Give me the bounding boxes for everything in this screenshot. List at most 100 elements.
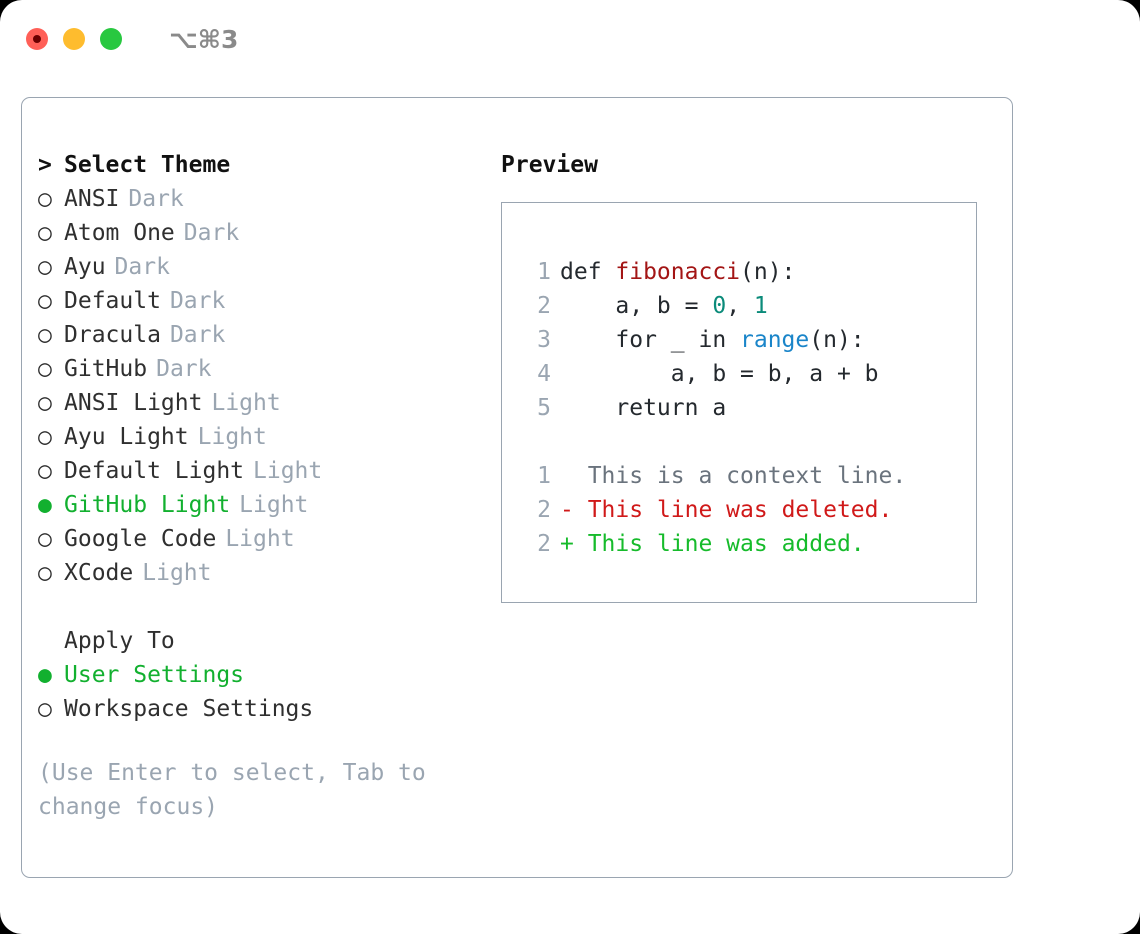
theme-category: Light <box>239 492 309 518</box>
radio-unselected-icon: ○ <box>38 458 52 484</box>
title-bar: ⌥⌘3 <box>0 0 1140 78</box>
close-button[interactable] <box>26 28 48 50</box>
diff-marker-ctx <box>560 459 588 493</box>
apply-to-header: Apply To <box>38 624 488 658</box>
theme-category: Dark <box>183 220 240 246</box>
maximize-button[interactable] <box>100 28 122 50</box>
code-token-num: 1 <box>753 293 768 319</box>
close-icon <box>33 35 41 43</box>
theme-category: Dark <box>114 254 170 280</box>
theme-category: Dark <box>156 356 212 382</box>
theme-category: Light <box>142 560 212 586</box>
theme-list-item[interactable]: ○ ANSI Light Light <box>38 386 488 420</box>
code-line: 3 for _ in range(n): <box>502 323 976 357</box>
theme-name: XCode <box>64 560 134 586</box>
diff-text: This line was deleted. <box>587 497 893 523</box>
theme-name: Atom One <box>64 220 175 246</box>
theme-category: Light <box>225 526 295 552</box>
theme-list-item[interactable]: ○ ANSI Dark <box>38 182 488 216</box>
theme-category: Dark <box>169 288 226 314</box>
diff-line: 2+ This line was added. <box>502 527 976 561</box>
code-line: 1 def fibonacci(n): <box>502 255 976 289</box>
line-number: 3 <box>537 327 551 353</box>
code-token-plain: a, b = <box>560 293 713 319</box>
theme-name: ANSI Light <box>64 390 203 416</box>
diff-text: This line was added. <box>587 531 865 557</box>
line-number: 5 <box>537 395 551 421</box>
line-number: 2 <box>537 293 551 319</box>
section-title: Select Theme <box>64 152 231 178</box>
diff-marker-add: + <box>560 531 588 557</box>
line-number: 1 <box>537 463 551 489</box>
section-spacer <box>38 590 488 624</box>
theme-category: Light <box>197 424 267 450</box>
theme-list-item[interactable]: ○ Default Light Light <box>38 454 488 488</box>
keyboard-hint: (Use Enter to select, Tab to change focu… <box>38 760 426 820</box>
theme-list-item[interactable]: ○ Google Code Light <box>38 522 488 556</box>
diff-line: 1 This is a context line. <box>502 459 976 493</box>
line-number: 2 <box>537 497 551 523</box>
code-diff-spacer <box>502 425 976 459</box>
theme-name: ANSI <box>64 186 120 212</box>
radio-unselected-icon: ○ <box>38 696 52 722</box>
code-token-plain: (n): <box>740 259 796 285</box>
radio-unselected-icon: ○ <box>38 356 52 382</box>
theme-name: GitHub <box>64 356 148 382</box>
minimize-button[interactable] <box>63 28 85 50</box>
radio-unselected-icon: ○ <box>38 254 52 280</box>
radio-selected-icon: ● <box>38 492 52 518</box>
code-token-plain: for _ in <box>560 327 741 353</box>
preview-title: Preview <box>501 152 598 178</box>
theme-list-item[interactable]: ○ Ayu Dark <box>38 250 488 284</box>
apply-to-marker-placeholder <box>38 624 64 658</box>
apply-to-item[interactable]: ○ Workspace Settings <box>38 692 488 726</box>
theme-list-item[interactable]: ● GitHub Light Light <box>38 488 488 522</box>
apply-to-item[interactable]: ● User Settings <box>38 658 488 692</box>
theme-list-item[interactable]: ○ GitHub Dark <box>38 352 488 386</box>
focus-caret-icon: > <box>38 152 52 178</box>
apply-to-label: User Settings <box>64 662 245 688</box>
theme-category: Light <box>211 390 281 416</box>
theme-list-item[interactable]: ○ Atom One Dark <box>38 216 488 250</box>
radio-selected-icon: ● <box>38 662 52 688</box>
code-line: 4 a, b = b, a + b <box>502 357 976 391</box>
code-token-fn: fibonacci <box>615 259 741 285</box>
diff-marker-del: - <box>560 497 588 523</box>
window-controls <box>26 28 122 50</box>
theme-category: Light <box>253 458 323 484</box>
window-title-shortcut: ⌥⌘3 <box>169 24 239 54</box>
diff-sample: 1 This is a context line. 2- This line wa… <box>502 459 976 561</box>
select-theme-header: > Select Theme <box>38 148 488 182</box>
line-number: 1 <box>537 259 551 285</box>
apply-to-list: ● User Settings ○ Workspace Settings <box>38 658 488 726</box>
theme-category: Dark <box>128 186 184 212</box>
radio-unselected-icon: ○ <box>38 220 52 246</box>
theme-name: GitHub Light <box>64 492 231 518</box>
radio-unselected-icon: ○ <box>38 424 52 450</box>
code-token-call: range <box>740 327 810 353</box>
apply-to-title: Apply To <box>64 628 175 654</box>
code-token-num: 0 <box>712 293 727 319</box>
theme-category: Dark <box>169 322 226 348</box>
theme-name: Ayu <box>64 254 106 280</box>
theme-name: Default Light <box>64 458 245 484</box>
theme-name: Google Code <box>64 526 217 552</box>
radio-unselected-icon: ○ <box>38 390 52 416</box>
theme-name: Dracula <box>64 322 161 348</box>
code-token-plain: a, b = b, a + b <box>560 361 879 387</box>
apply-to-label: Workspace Settings <box>64 696 314 722</box>
radio-unselected-icon: ○ <box>38 526 52 552</box>
radio-unselected-icon: ○ <box>38 186 52 212</box>
code-token-plain: def <box>560 259 616 285</box>
line-number: 4 <box>537 361 551 387</box>
